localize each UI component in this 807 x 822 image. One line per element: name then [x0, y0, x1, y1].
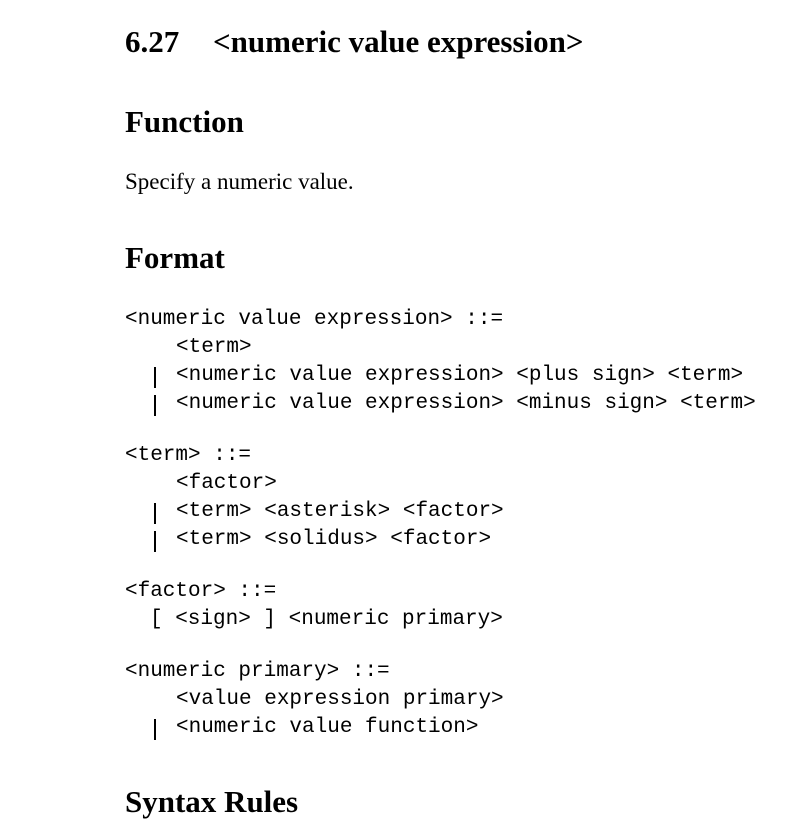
function-heading: Function	[125, 104, 244, 139]
rule-alternative: <numeric value expression> <plus sign> <…	[125, 362, 756, 390]
rule-definition: <numeric value expression> ::=	[125, 308, 504, 331]
rule-alternative-text: <value expression primary>	[176, 688, 504, 711]
section-number: 6.27	[125, 24, 180, 59]
rule-alternative-text: <numeric value expression> <plus sign> <…	[176, 364, 744, 387]
alternation-bar-icon	[154, 719, 156, 740]
rule-primary-alternative: <term>	[125, 334, 756, 362]
format-heading: Format	[125, 240, 225, 275]
grammar-rule-numeric-value-expression: <numeric value expression> ::=<term><num…	[125, 306, 756, 418]
rule-alternative-text: <term>	[176, 336, 252, 359]
alternation-bar-icon	[154, 395, 156, 416]
alternation-bar-icon	[154, 503, 156, 524]
rule-alternative-text: <numeric value expression> <minus sign> …	[176, 392, 756, 415]
grammar-rule-factor: <factor> ::=[ <sign> ] <numeric primary>	[125, 578, 503, 634]
rule-alternative-text: <term> <asterisk> <factor>	[176, 500, 504, 523]
function-description: Specify a numeric value.	[125, 169, 354, 194]
document-page: 6.27<numeric value expression> Function …	[125, 0, 807, 819]
rule-definition: <term> ::=	[125, 444, 252, 467]
rule-alternative-text: <factor>	[176, 472, 277, 495]
rule-alternative-text: <numeric value function>	[176, 716, 479, 739]
rule-alternative: <term> <solidus> <factor>	[125, 526, 504, 554]
rule-definition: <factor> ::=	[125, 580, 277, 603]
grammar-rule-term: <term> ::=<factor><term> <asterisk> <fac…	[125, 442, 504, 554]
rule-primary-alternative: <value expression primary>	[125, 686, 504, 714]
rule-alternative-text: [ <sign> ] <numeric primary>	[150, 608, 503, 631]
alternation-bar-icon	[154, 531, 156, 552]
rule-alternative: <numeric value function>	[125, 714, 504, 742]
alternation-bar-icon	[154, 367, 156, 388]
rule-alternative: <numeric value expression> <minus sign> …	[125, 390, 756, 418]
section-name: <numeric value expression>	[213, 24, 584, 59]
rule-primary-alternative: [ <sign> ] <numeric primary>	[125, 606, 503, 634]
grammar-rule-numeric-primary: <numeric primary> ::=<value expression p…	[125, 658, 504, 742]
syntax-rules-heading: Syntax Rules	[125, 784, 299, 819]
rule-alternative-text: <term> <solidus> <factor>	[176, 528, 492, 551]
rule-primary-alternative: <factor>	[125, 470, 504, 498]
section-title: 6.27 <numeric value expression>	[125, 22, 584, 62]
rule-definition: <numeric primary> ::=	[125, 660, 390, 683]
rule-alternative: <term> <asterisk> <factor>	[125, 498, 504, 526]
